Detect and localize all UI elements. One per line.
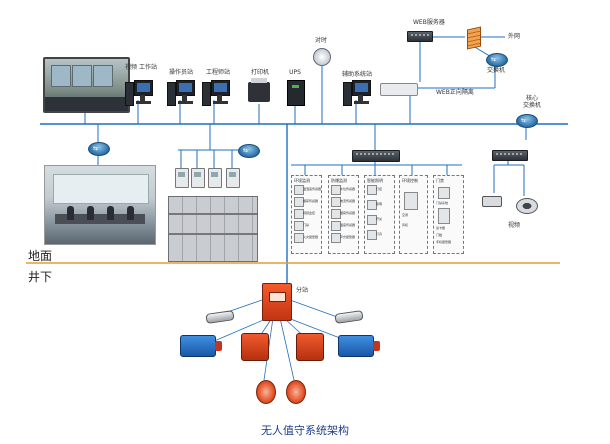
underground-zone-label: 井下 (28, 270, 53, 284)
operator-station-label: 操作员站 (168, 69, 194, 76)
fan-icon (286, 380, 306, 404)
substation-label: 分站 (296, 287, 309, 294)
protector-device (175, 168, 189, 188)
aux-item: 灯具 (376, 232, 383, 236)
printer-icon (248, 78, 270, 102)
time-sync-label: 对时 (314, 37, 328, 44)
printer-label: 打印机 (250, 69, 270, 76)
aux-item: 灯控 (376, 187, 383, 191)
aux-column-4 (399, 175, 428, 254)
switch-label: 交换机 (486, 67, 506, 74)
web-isolation-label: WEB正向隔离 (436, 89, 474, 96)
sensor-icon (331, 185, 341, 195)
aux-heading: 门禁 (436, 178, 444, 183)
protector-device (226, 168, 240, 188)
aux-item: 烟雾传感器 (303, 199, 319, 203)
aux-heading: 环境控制 (402, 178, 418, 183)
web-isolation-icon (380, 83, 418, 96)
sensor-icon (294, 185, 304, 195)
sensor-icon (438, 187, 450, 199)
sensor-icon (331, 197, 341, 207)
firewall-icon (467, 26, 481, 50)
explosion-proof-box (180, 335, 222, 357)
fan-icon (256, 380, 276, 404)
engineer-station-label: 工程师站 (205, 69, 231, 76)
sensor-icon (331, 233, 341, 243)
aux-item: 门磁 (436, 233, 443, 237)
aux-item: 读卡器 (436, 226, 446, 230)
sensor-icon (367, 215, 377, 225)
aux-item: 火灾报警器 (303, 235, 319, 239)
substation-icon (262, 283, 292, 321)
aux-switch-icon (352, 150, 400, 162)
ups-label: UPS (289, 69, 301, 76)
switch-icon: ⇆ (486, 53, 508, 67)
aux-item: 手机报警器 (436, 240, 452, 244)
protector-device (208, 168, 222, 188)
aux-heading: 智能照明 (367, 178, 383, 183)
dome-camera-icon (516, 198, 538, 214)
video-wall-image (43, 57, 130, 113)
sensor-icon (367, 185, 377, 195)
time-sync-icon (313, 48, 331, 66)
sensor-icon (294, 197, 304, 207)
surface-zone-label: 地面 (28, 249, 53, 263)
aux-item: 门禁系统 (436, 201, 449, 205)
control-room-photo (44, 165, 156, 245)
aux-item: 门禁 (303, 223, 310, 227)
aux-item: 空调 (402, 213, 409, 217)
core-switch-label: 核心 交换机 (522, 95, 542, 109)
diagram-title: 无人值守系统架构 (261, 424, 349, 437)
sensor-icon (367, 200, 377, 210)
external-network-label: 外网 (508, 33, 521, 40)
protector-device (191, 168, 205, 188)
aux-item: 水位传感器 (340, 187, 356, 191)
aux-item: 烟雾传感器 (340, 211, 356, 215)
sensor-icon (331, 221, 341, 231)
sensor-icon (294, 221, 304, 231)
control-box (296, 333, 324, 361)
web-server-icon (407, 31, 433, 42)
router-icon: ⇆ (88, 142, 110, 156)
switchgear-cabinet (168, 196, 258, 262)
aux-item: 照明 (376, 202, 383, 206)
sensor-icon (331, 209, 341, 219)
aux-item: 温湿度传感器 (303, 187, 322, 191)
core-switch-icon: ⇆ (516, 114, 538, 128)
sensor-icon (404, 192, 418, 210)
aux-heading: 防爆监测 (331, 178, 347, 183)
aux-item: 视频监控 (303, 211, 316, 215)
sensor-icon (367, 230, 377, 240)
video-label: 视频 (507, 222, 521, 229)
sensor-icon (438, 208, 450, 224)
explosion-proof-box (338, 335, 380, 357)
router-icon-2: ⇆ (238, 144, 260, 158)
aux-item: 开关 (376, 217, 383, 221)
aux-heading: 环境监测 (294, 178, 310, 183)
control-box (241, 333, 269, 361)
sensor-icon (294, 233, 304, 243)
video-workstation-label: 视频 工作站 (125, 64, 157, 71)
video-switch-icon (492, 150, 528, 161)
web-server-label: WEB服务器 (413, 19, 445, 26)
box-camera-icon (482, 196, 502, 207)
aux-item: 电流传感器 (340, 199, 356, 203)
ups-icon (287, 80, 305, 106)
aux-item: 风机 (402, 223, 409, 227)
aux-item: 声光报警器 (340, 235, 356, 239)
sensor-icon (294, 209, 304, 219)
aux-station-label: 辅助系统站 (341, 71, 373, 78)
aux-item: 温度传感器 (340, 223, 356, 227)
